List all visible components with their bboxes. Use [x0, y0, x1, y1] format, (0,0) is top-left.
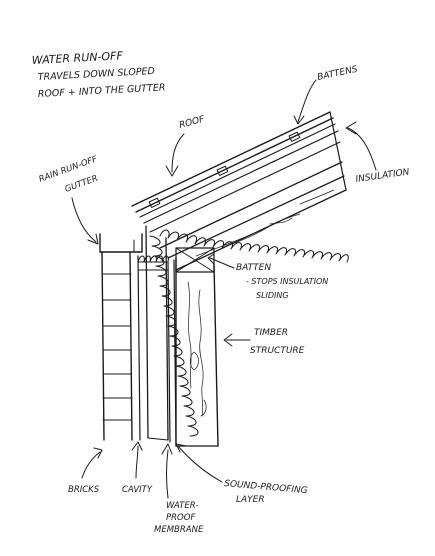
label-batten-2: - STOPS INSULATION	[246, 277, 328, 286]
label-cavity: CAVITY	[122, 485, 153, 495]
arrow-timber	[223, 333, 251, 347]
arrow-batten	[207, 253, 235, 269]
label-insulation: INSULATION	[355, 167, 410, 184]
roof-batten	[148, 197, 161, 208]
label-membrane-1: WATER-	[166, 501, 199, 511]
arrow-insulation	[345, 121, 377, 171]
roof-batten	[288, 131, 301, 142]
roof-assembly	[131, 111, 349, 271]
label-sound-1: SOUND-PROOFING	[224, 479, 308, 496]
label-gutter-2: GUTTER	[64, 174, 100, 195]
wall-insulation-coil	[149, 235, 199, 437]
label-membrane-2: PROOF	[166, 513, 195, 523]
brick-wall	[101, 251, 133, 441]
label-timber-1: TIMBER	[254, 328, 288, 338]
heading-line-1: WATER RUN-OFF	[31, 49, 123, 67]
label-timber-2: STRUCTURE	[250, 346, 305, 356]
cavity	[137, 255, 141, 441]
roof-batten	[216, 165, 229, 176]
arrow-bricks	[81, 447, 103, 479]
arrow-cavity	[131, 441, 143, 479]
label-sound-2: LAYER	[236, 495, 265, 505]
gutter	[99, 233, 143, 253]
label-batten-3: SLIDING	[256, 291, 289, 300]
arrow-gutter	[71, 197, 99, 245]
label-batten-1: BATTEN	[236, 263, 271, 273]
arrow-roof	[165, 133, 185, 177]
batten-spring	[137, 255, 169, 271]
arrow-membrane	[161, 443, 173, 499]
arrow-sound	[175, 443, 223, 483]
roof-insulation-coil	[159, 229, 349, 263]
arrow-battens	[293, 79, 317, 125]
label-bricks: BRICKS	[68, 485, 100, 495]
heading-line-2: TRAVELS DOWN SLOPED	[38, 66, 156, 83]
label-roof: ROOF	[178, 114, 206, 130]
label-battens: BATTENS	[317, 65, 359, 83]
sound-proofing-layer	[167, 259, 177, 445]
timber-structure	[175, 247, 219, 447]
label-membrane-3: MEMBRANE	[154, 525, 204, 535]
heading-line-3: ROOF + INTO THE GUTTER	[38, 82, 166, 100]
wall-insulation	[145, 225, 199, 441]
